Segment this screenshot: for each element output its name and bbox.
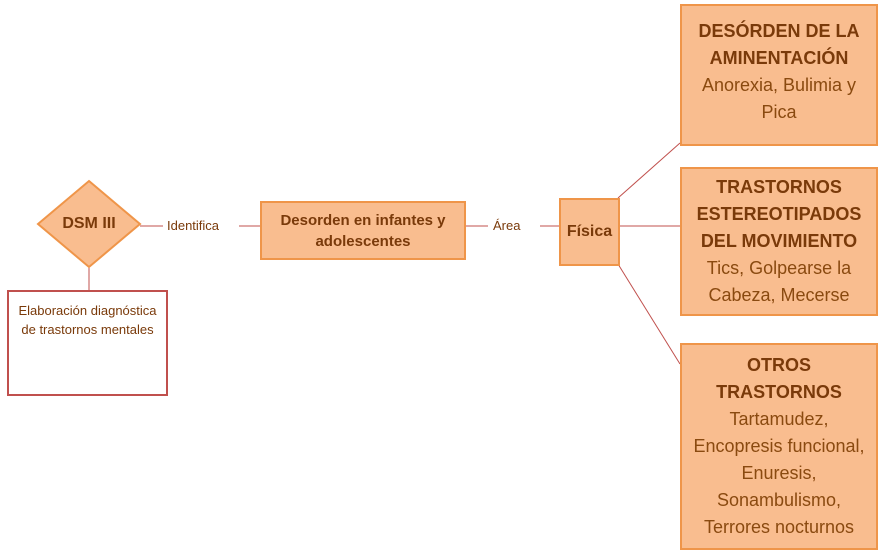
edge-label-identifica: Identifica xyxy=(163,218,224,234)
connector-fisica-alimentacion xyxy=(617,142,681,199)
fisica-node: Física xyxy=(559,198,620,266)
otros-desc: Tartamudez, Encopresis funcional, Enures… xyxy=(693,409,865,537)
dsm-diamond-shape xyxy=(36,179,142,269)
dsm-node: DSM III xyxy=(38,181,140,267)
alimentacion-node: DESÓRDEN DE LA AMINENTACIÓN Anorexia, Bu… xyxy=(680,4,878,146)
estereotipados-desc: Tics, Golpearse la Cabeza, Mecerse xyxy=(706,258,852,305)
elaboracion-node: Elaboración diagnóstica de trastornos me… xyxy=(7,290,168,396)
desorden-label: Desorden en infantes y adolescentes xyxy=(280,211,446,250)
alimentacion-title: DESÓRDEN DE LA AMINENTACIÓN xyxy=(698,21,860,68)
connector-fisica-otros xyxy=(617,263,681,365)
otros-node: OTROS TRASTORNOS Tartamudez, Encopresis … xyxy=(680,343,878,550)
estereotipados-node: TRASTORNOS ESTEREOTIPADOS DEL MOVIMIENTO… xyxy=(680,167,878,316)
fisica-label: Física xyxy=(566,223,613,240)
edge-label-area: Área xyxy=(489,218,525,234)
estereotipados-title: TRASTORNOS ESTEREOTIPADOS DEL MOVIMIENTO xyxy=(696,177,862,251)
elaboracion-label: Elaboración diagnóstica de trastornos me… xyxy=(18,303,157,337)
otros-title: OTROS TRASTORNOS xyxy=(716,355,842,402)
alimentacion-desc: Anorexia, Bulimia y Pica xyxy=(701,75,857,122)
desorden-node: Desorden en infantes y adolescentes xyxy=(260,201,466,260)
dsm-label: DSM III xyxy=(62,215,116,232)
